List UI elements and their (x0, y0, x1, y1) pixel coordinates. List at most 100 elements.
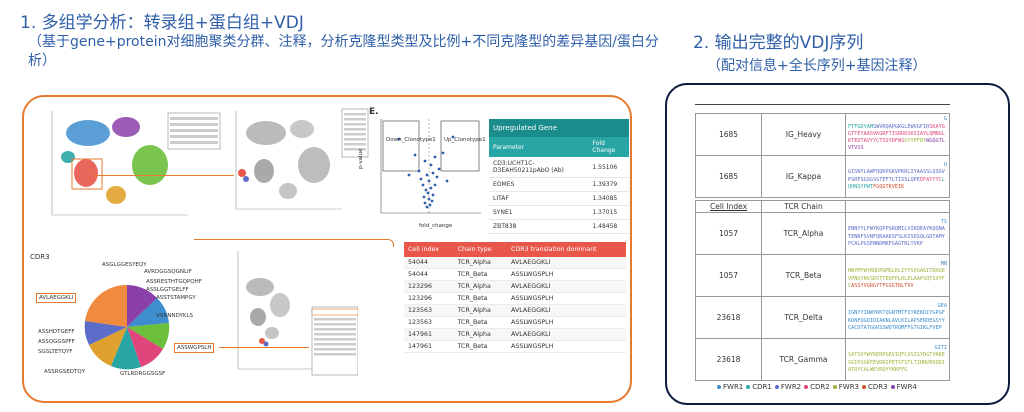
left-title-main: 1. 多组学分析：转录组+蛋白组+VDJ (20, 13, 304, 33)
vdj-cell-index: 1685 (695, 113, 762, 156)
upregulated-row: SYNE1 1.37015 (489, 205, 629, 220)
cdr3-cell-table: Cell index Chain type CDR3 translation d… (404, 242, 626, 353)
panel-e-label: E. (369, 107, 379, 117)
tcr-header-cell-index: Cell Index (695, 200, 762, 213)
sequence-segment: SWVRQAPGKGLEWVGFIR (873, 123, 930, 130)
sequence-segment: SATSVYWYRERPGEVIQFLVSISYDGTVRKESGIPSGKFE… (848, 352, 945, 373)
connector-line-3 (219, 347, 309, 348)
cell-index: 54044 (404, 257, 454, 269)
vdj-cell-index: 1685 (695, 155, 762, 198)
volcano-plot (380, 119, 481, 214)
volcano-y-axis-label: p-value (358, 148, 364, 169)
cdr3-sequence: AVLAEGGKLI (507, 328, 626, 341)
tsne-cluster-plot (51, 111, 221, 216)
upregulated-row: LITAF 1.34085 (489, 191, 629, 206)
cdr3-sequence: ASSLWGSPLH (507, 292, 626, 305)
legend-item: FWR1 (717, 383, 743, 391)
sequence-lead: GITI (934, 345, 948, 352)
legend-label: FWR4 (896, 383, 917, 391)
volcano-x-axis-label: fold_change (419, 223, 453, 229)
upregulated-fold-change: 1.39379 (588, 177, 629, 192)
vdj-chain: IG_Heavy (761, 113, 846, 156)
cell-index: 123296 (404, 280, 454, 293)
chain-type: TCR_Beta (453, 268, 508, 281)
legend-label: FWR2 (780, 383, 802, 391)
upregulated-col-parameter: Parameter (489, 137, 589, 157)
pie-tag: VVRNNDYKLS (156, 313, 194, 319)
sequence-lead: GEA (937, 303, 947, 310)
sequence-segment: IGNYYINWYRKTQGNTMTFIYREKDIYGPGFKDNFQGDID… (848, 310, 945, 331)
cell-index: 147961 (404, 328, 454, 341)
upregulated-row: EOMES 1.39379 (489, 177, 629, 192)
cdr3-sequence: AVLAEGGKLI (507, 304, 626, 317)
upregulated-col-foldchange: Fold Change (588, 137, 629, 157)
pie-tag: ASSHDTGEFF (38, 329, 75, 335)
cdr3-label: CDR3 (30, 253, 50, 261)
cell-table-row: 123296 TCR_Alpha AVLAEGGKLI (404, 280, 626, 293)
sequence-segment: GISNYLAWFQQKPGKVPKRLIYAASSLQSGVPSRFSGSGS… (848, 169, 945, 183)
vdj-chain: TCR_Alpha (761, 212, 846, 255)
vdj-cell-index: 23618 (695, 338, 762, 381)
chain-type: TCR_Alpha (453, 257, 508, 269)
pie-tag: ASSRGSEDTQY (44, 369, 86, 375)
legend-dot-icon (890, 385, 895, 389)
pie-tag: ASGLGGESYEQY (102, 262, 147, 268)
sequence-segment: SKAYGGTTEYAASVKGRFTISRDDSKSIAYLQMNSLKTED… (848, 123, 945, 145)
tcr-header-seq (845, 200, 950, 213)
sequence-lead: MN (940, 261, 947, 268)
cdr3-sequence: AVLAEGGKLI (507, 257, 626, 269)
upregulated-fold-change: 1.34085 (588, 191, 629, 206)
chain-type: TCR_Beta (453, 316, 508, 329)
legend-label: FWR1 (723, 383, 744, 391)
pie-tag: ASSLGGTGELFF (146, 287, 189, 293)
vdj-cell-index: 23618 (695, 296, 762, 339)
upregulated-fold-change: 1.55106 (588, 157, 629, 178)
connector-line-1 (94, 175, 234, 176)
chain-type: TCR_Beta (453, 340, 508, 353)
cell-table-row: 123296 TCR_Beta ASSLWGSPLH (404, 292, 626, 305)
upregulated-parameter: CD3:UCHT1C-D3EAH50211pAbO (Ab) (489, 157, 589, 178)
vdj-cell-index: 1057 (695, 212, 762, 255)
legend-dot-icon (832, 385, 837, 389)
cell-table-row: 147961 TCR_Beta ASSLWGSPLH (404, 340, 626, 353)
cell-index: 54044 (404, 268, 454, 281)
legend-item: CDR1 (746, 383, 772, 391)
legend-item: FWR3 (832, 383, 859, 391)
upregulated-fold-change: 1.37015 (588, 205, 629, 220)
left-title-sub: （基于gene+protein对细胞聚类分群、注释，分析克隆型类型及比例+不同克… (28, 34, 659, 69)
cell-table-row: 123563 TCR_Beta ASSLWGSPLH (404, 316, 626, 329)
left-section-title: 1. 多组学分析：转录组+蛋白组+VDJ （基于gene+protein对细胞聚… (20, 8, 668, 71)
cell-index: 147961 (404, 340, 454, 353)
chain-type: TCR_Alpha (453, 328, 508, 341)
cdr3-sequence: AVLAEGGKLI (507, 280, 626, 293)
upregulated-parameter: LITAF (489, 191, 589, 206)
cell-index: 123296 (404, 292, 454, 305)
legend-item: CDR2 (804, 383, 830, 391)
legend-dot-icon (774, 385, 779, 389)
cell-index: 123563 (404, 316, 454, 329)
sequence-segment: ASSYVGRGYTFGSGTRLTVV (851, 282, 914, 289)
tsne-clonotype-plot (237, 251, 358, 376)
right-section-title: 2. 输出完整的VDJ序列 （配对信息+全长序列+基因注释） (693, 28, 926, 75)
cell-table-header-index: Cell index (404, 242, 454, 257)
pie-tag-highlight: ASSWGPSLH (174, 343, 215, 353)
pie-tag: ASSTSTAMPGY (156, 295, 196, 301)
tsne-grey-plot (235, 108, 369, 210)
upregulated-row: CD3:UCHT1C-D3EAH50211pAbO (Ab) 1.55106 (489, 157, 629, 178)
legend-dot-icon (746, 385, 751, 389)
volcano-tag-down: Down_Clonotype1 (386, 137, 436, 143)
cell-table-row: 147961 TCR_Alpha AVLAEGGKLI (404, 328, 626, 341)
connector-line-2 (194, 239, 394, 247)
multi-omics-panel: E. Down_Clonotype1 Up_Clonotype1 p-value… (22, 95, 632, 403)
